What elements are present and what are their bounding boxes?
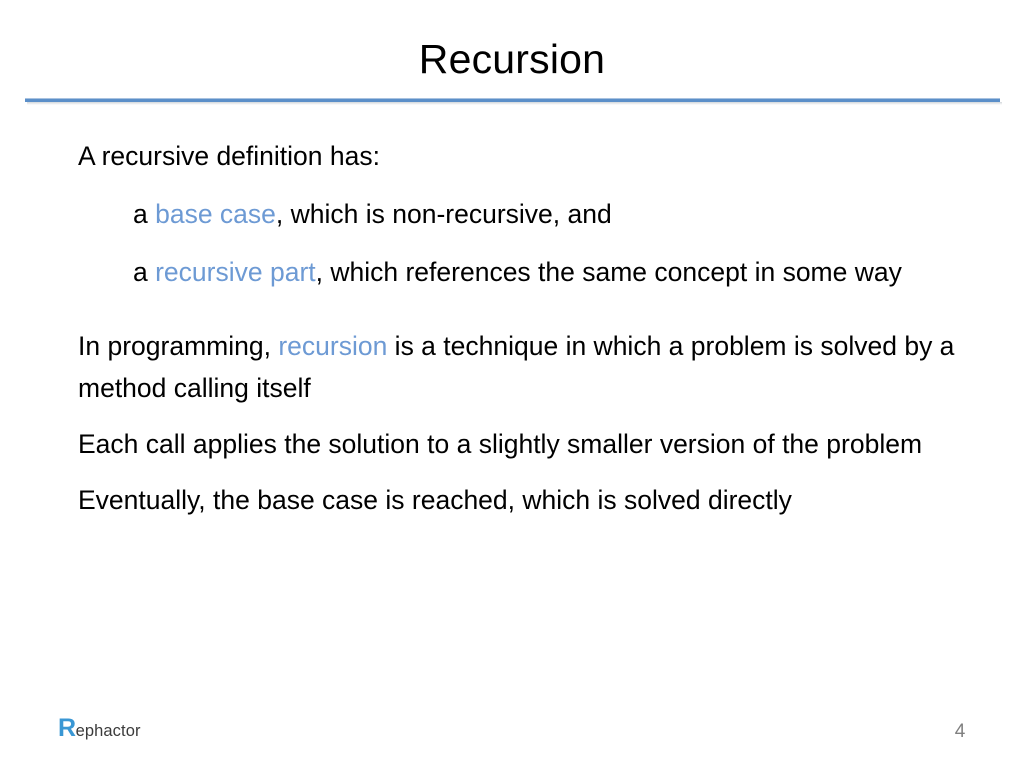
slide-body: A recursive definition has: a base case,… (78, 135, 978, 521)
paragraph-prefix: Each call applies the solution to a slig… (78, 429, 923, 459)
keyword-recursion: recursion (278, 331, 388, 361)
paragraph-prefix: Eventually, the base case is reached, wh… (78, 485, 792, 515)
sub-point-prefix: a (133, 199, 156, 229)
keyword-base-case: base case (155, 199, 276, 229)
section-spacer (78, 293, 978, 325)
keyword-recursive-part: recursive part (155, 257, 316, 287)
page-title: Recursion (418, 35, 606, 82)
paragraph-each-call: Each call applies the solution to a slig… (78, 423, 958, 465)
sub-point-prefix: a (133, 257, 156, 287)
sub-point-base-case: a base case, which is non-recursive, and (133, 193, 978, 235)
rule-shadow (27, 102, 1002, 105)
paragraph-eventually: Eventually, the base case is reached, wh… (78, 479, 958, 521)
sub-point-suffix: , which is non-recursive, and (275, 199, 612, 229)
logo-wordmark: ephactor (75, 722, 141, 740)
title-divider-rule (25, 98, 1002, 105)
paragraph-suffix: is a technique in which a problem is sol… (78, 331, 955, 403)
sub-point-recursive-part: a recursive part, which references the s… (133, 251, 978, 293)
rule-highlight (25, 98, 1000, 99)
sub-point-suffix: , which references the same concept in s… (315, 257, 902, 287)
rule-body (25, 99, 1000, 102)
logo-initial: R (58, 714, 76, 742)
paragraph-in-programming: In programming, recursion is a technique… (78, 325, 958, 409)
paragraph-prefix: In programming, (78, 331, 279, 361)
body-lead-line: A recursive definition has: (78, 141, 380, 171)
slide-title-area: Recursion (0, 24, 1024, 94)
page-number: 4 (954, 721, 966, 742)
